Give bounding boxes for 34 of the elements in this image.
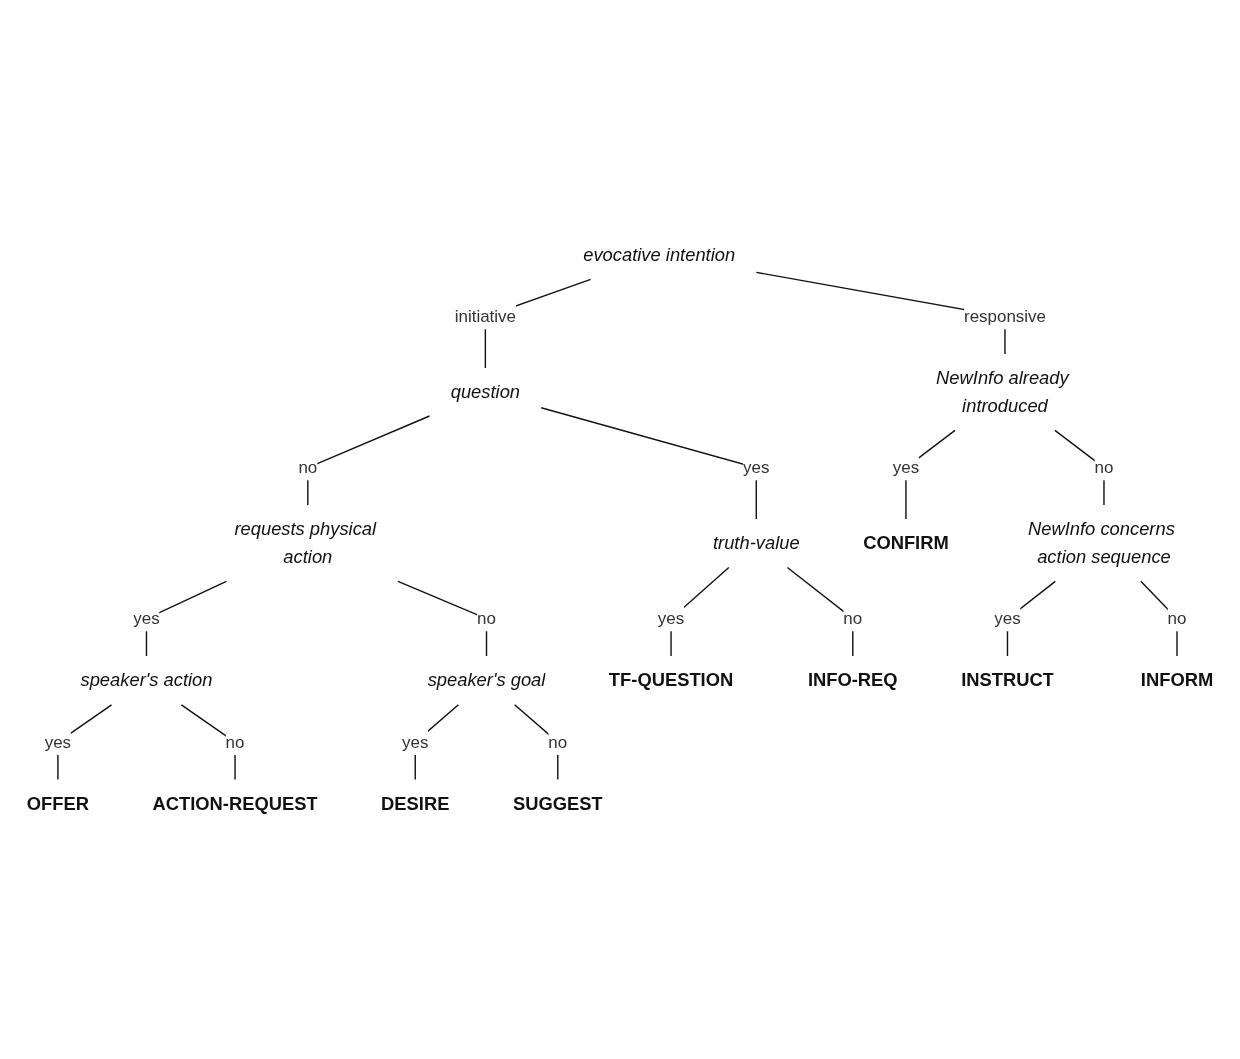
- node-text: speaker's action: [80, 669, 213, 691]
- edge-label: no: [1094, 457, 1114, 477]
- edge-label: yes: [402, 732, 429, 752]
- edge-label: no: [298, 457, 318, 477]
- edge-label: yes: [994, 608, 1021, 628]
- node-text: INFORM: [1140, 669, 1214, 691]
- edge-label: responsive: [964, 306, 1046, 326]
- node-text: INSTRUCT: [961, 669, 1054, 691]
- node-text: ACTION-REQUEST: [152, 793, 318, 815]
- edge-label: initiative: [454, 306, 516, 326]
- edge-label: no: [1167, 608, 1187, 628]
- edge-label: no: [548, 732, 568, 752]
- edge-label: yes: [743, 457, 770, 477]
- edge-label: yes: [657, 608, 685, 628]
- node-text: SUGGEST: [512, 793, 603, 815]
- node-text: INFO-REQ: [807, 669, 898, 691]
- node-text: NewInfo concerns action sequence: [1028, 518, 1175, 568]
- edge-label: yes: [44, 732, 72, 752]
- edge-label: yes: [892, 457, 920, 477]
- node-text: requests physical action: [234, 518, 377, 568]
- edge-label: no: [843, 608, 863, 628]
- node-text: NewInfo already introduced: [936, 367, 1069, 417]
- node-text: question: [450, 381, 521, 403]
- node-text: OFFER: [26, 793, 89, 815]
- connector: [540, 407, 757, 520]
- node-text: DESIRE: [381, 793, 450, 815]
- node-text: CONFIRM: [863, 532, 949, 554]
- node-text: evocative intention: [583, 244, 736, 266]
- edge-label: yes: [133, 608, 160, 628]
- node-text: TF-QUESTION: [608, 669, 734, 691]
- edge-label: no: [477, 608, 496, 628]
- edge-label: no: [225, 732, 245, 752]
- node-text: truth-value: [712, 532, 800, 554]
- node-text: speaker's goal: [427, 669, 546, 691]
